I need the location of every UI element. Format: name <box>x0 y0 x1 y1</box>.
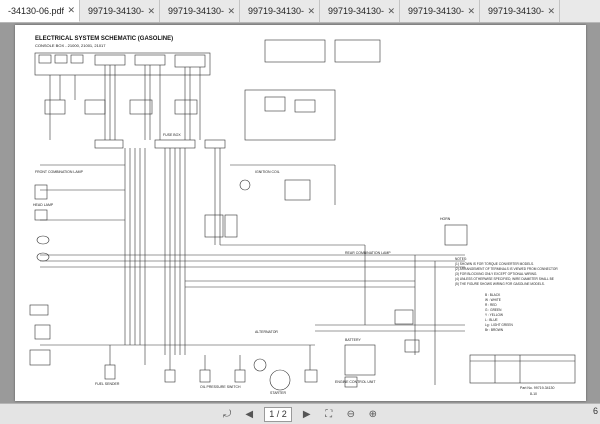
part-number: Part No. 99719-34130 <box>520 386 555 390</box>
label-horn: HORN <box>440 217 451 221</box>
color-code: L : BLUE <box>485 318 498 322</box>
schematic-subtitle: CONSOLE BOX - 21000, 21001, 21017 <box>35 43 106 48</box>
label-rear-combination-lamp: REAR COMBINATION LAMP <box>345 251 391 255</box>
label-fuel-sender: FUEL SENDER <box>95 382 120 386</box>
zoom-level: 6 <box>592 406 598 416</box>
tab-label: 99719-34130-00.pdf <box>88 6 145 16</box>
document-viewer[interactable]: ELECTRICAL SYSTEM SCHEMATIC (GASOLINE) C… <box>0 23 600 403</box>
close-icon[interactable]: ✕ <box>227 5 235 16</box>
color-code: B : BLACK <box>485 293 501 297</box>
next-page-icon[interactable]: ▶ <box>302 408 311 420</box>
pdf-page: ELECTRICAL SYSTEM SCHEMATIC (GASOLINE) C… <box>15 25 586 401</box>
label-alternator: ALTERNATOR <box>255 330 278 334</box>
fit-page-icon[interactable]: ⛶ <box>325 408 333 420</box>
zoom-in-icon[interactable]: ⊕ <box>368 408 377 420</box>
close-icon[interactable]: ✕ <box>547 5 555 16</box>
label-fuse-box: FUSE BOX <box>163 133 181 137</box>
rotate-icon[interactable]: ⤾ <box>223 408 232 420</box>
color-code: W : WHITE <box>485 298 501 302</box>
label-front-combination-lamp: FRONT COMBINATION LAMP <box>35 170 83 174</box>
note-line: (5) THE FIGURE SHOWS WIRING FOR GASOLINE… <box>455 282 545 286</box>
color-code: Br : BROWN <box>485 328 504 332</box>
note-line: (3) FOR BLOCKING ONLY EXCEPT OPTIONAL WI… <box>455 272 538 276</box>
tab-document-01[interactable]: 99719-34130-01.pdf✕ <box>160 0 240 22</box>
note-line: NOTES: <box>455 257 467 261</box>
tab-document-02[interactable]: 99719-34130-02.pdf✕ <box>240 0 320 22</box>
tab-document-05[interactable]: 99719-34130-05.pdf✕ <box>480 0 560 22</box>
note-line: (2) ARRANGEMENT OF TERMINALS IS VIEWED F… <box>455 267 558 271</box>
note-line: (1) SHOWN IS FOR TORQUE CONVERTER MODELS… <box>455 262 534 266</box>
label-oil-pressure-switch: OIL PRESSURE SWITCH <box>200 385 241 389</box>
page-navigator: 1 / 2 <box>264 406 292 422</box>
page-current-input[interactable]: 1 <box>269 409 275 419</box>
tab-document-00[interactable]: 99719-34130-00.pdf✕ <box>80 0 160 22</box>
tab-label: 99719-34130-05.pdf <box>488 6 545 16</box>
tab-label: -34130-06.pdf <box>8 5 65 16</box>
label-engine-control-unit: ENGINE CONTROL UNIT <box>335 380 376 384</box>
close-icon[interactable]: ✕ <box>67 5 75 15</box>
tab-bar: -34130-06.pdf✕ 99719-34130-00.pdf✕ 99719… <box>0 0 600 23</box>
page-reference: 8-10 <box>530 392 538 396</box>
prev-page-icon[interactable]: ◀ <box>245 408 254 420</box>
wiring-schematic <box>29 39 576 391</box>
color-code: Lg : LIGHT GREEN <box>485 323 513 327</box>
label-starter: STARTER <box>270 391 287 395</box>
tab-label: 99719-34130-03.pdf <box>328 6 385 16</box>
color-code: G : GREEN <box>485 308 502 312</box>
close-icon[interactable]: ✕ <box>387 5 395 16</box>
color-code: R : RED <box>485 303 497 307</box>
schematic-title: ELECTRICAL SYSTEM SCHEMATIC (GASOLINE) <box>35 36 174 42</box>
tab-label: 99719-34130-04.pdf <box>408 6 465 16</box>
close-icon[interactable]: ✕ <box>307 5 315 16</box>
zoom-out-icon[interactable]: ⊖ <box>346 408 355 420</box>
label-ignition-coil: IGNITION COIL <box>255 170 280 174</box>
tab-document-06[interactable]: -34130-06.pdf✕ <box>0 0 80 22</box>
tab-label: 99719-34130-01.pdf <box>168 6 225 16</box>
color-code: Y : YELLOW <box>485 313 503 317</box>
note-line: (4) UNLESS OTHERWISE SPECIFIED, WIRE DIA… <box>455 277 554 281</box>
page-total: / 2 <box>276 409 287 419</box>
viewer-toolbar: ⤾ ◀ 1 / 2 ▶ ⛶ ⊖ ⊕ <box>0 403 600 424</box>
label-head-lamp: HEAD LAMP <box>33 203 54 207</box>
label-battery: BATTERY <box>345 338 361 342</box>
tab-label: 99719-34130-02.pdf <box>248 6 305 16</box>
notes-block: NOTES: (1) SHOWN IS FOR TORQUE CONVERTER… <box>455 257 558 287</box>
close-icon[interactable]: ✕ <box>467 5 475 16</box>
tab-document-03[interactable]: 99719-34130-03.pdf✕ <box>320 0 400 22</box>
wire-color-legend: B : BLACK W : WHITE R : RED G : GREEN Y … <box>485 293 513 333</box>
tab-document-04[interactable]: 99719-34130-04.pdf✕ <box>400 0 480 22</box>
close-icon[interactable]: ✕ <box>147 5 155 16</box>
